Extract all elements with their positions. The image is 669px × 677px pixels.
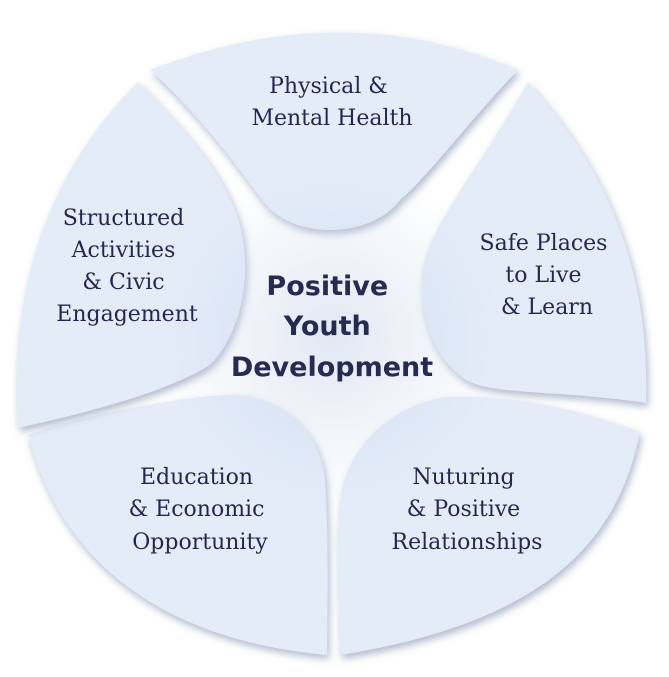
label-nurturing-relationships: Nuturing & Positive Relationships (392, 465, 543, 555)
center-glow (157, 163, 507, 513)
label-education-economic: Education & Economic Opportunity (129, 465, 272, 555)
segment-physical-mental-health (150, 32, 518, 230)
label-structured-activities: Structured Activities & Civic Engagement (56, 206, 198, 327)
center-title: Positive Youth Development (231, 271, 433, 383)
label-safe-places: Safe Places to Live & Learn (480, 231, 615, 320)
label-physical-mental-health: Physical & Mental Health (251, 74, 412, 131)
